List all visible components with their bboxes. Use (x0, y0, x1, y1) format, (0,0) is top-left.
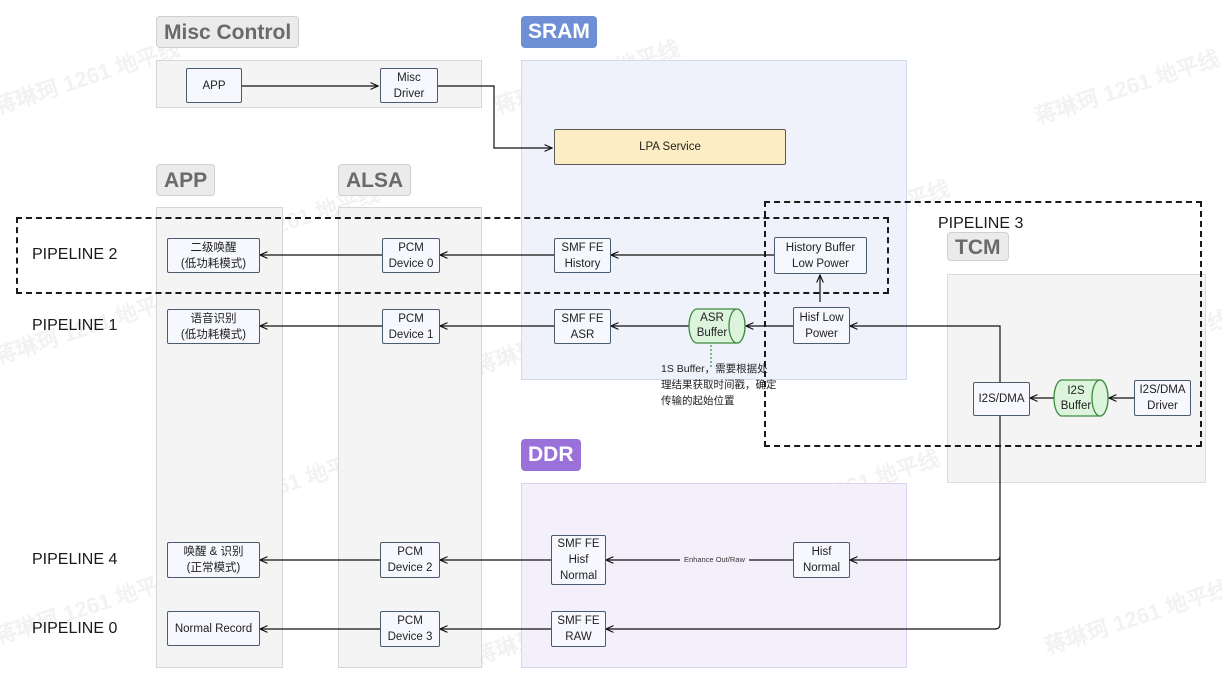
i2s-dma-driver-node[interactable]: I2S/DMA Driver (1134, 380, 1191, 416)
smf-fe-raw-node[interactable]: SMF FE RAW (551, 611, 606, 647)
sram-title: SRAM (521, 16, 597, 48)
app-zone (156, 207, 283, 668)
enhance-out-raw-label: Enhance Out/Raw (680, 555, 749, 564)
pcm-device-0-node[interactable]: PCM Device 0 (382, 238, 440, 273)
asr-buffer-label: ASR Buffer (696, 312, 728, 339)
tcm-zone (947, 274, 1206, 483)
pipeline-0-label: PIPELINE 0 (32, 620, 118, 637)
edge-i2s-dma-to-hisf-lp (850, 326, 1001, 382)
app-title: APP (156, 164, 216, 196)
asr-buffer-cylinder (688, 308, 746, 344)
pipeline-3-label: PIPELINE 3 (938, 215, 1024, 232)
app-node[interactable]: APP (186, 68, 242, 103)
buffer-note: 1S Buffer，需要根据处 理结果获取时间戳，确定 传输的起始位置 (661, 363, 777, 407)
edge-i2s-dma-to-hisf-normal (850, 416, 1001, 560)
hisf-normal-node[interactable]: Hisf Normal (793, 542, 850, 578)
alsa-zone (338, 207, 482, 668)
smf-fe-asr-node[interactable]: SMF FE ASR (554, 309, 611, 344)
misc-driver-node[interactable]: Misc Driver (380, 68, 438, 103)
pcm-device-2-node[interactable]: PCM Device 2 (380, 542, 440, 578)
normal-record-node[interactable]: Normal Record (167, 611, 260, 646)
app-asr-low-power-node[interactable]: 语音识别 (低功耗模式) (167, 309, 260, 344)
pcm-device-1-node[interactable]: PCM Device 1 (382, 309, 440, 344)
smf-fe-hisf-normal-node[interactable]: SMF FE Hisf Normal (551, 535, 606, 585)
edge-i2s-dma-to-smf-raw (606, 556, 1001, 629)
i2s-dma-node[interactable]: I2S/DMA (973, 382, 1030, 416)
pipeline-3-group (764, 201, 1202, 447)
app-wakeup-normal-node[interactable]: 唤醒 & 识别 (正常模式) (167, 542, 260, 578)
pipeline-2-label: PIPELINE 2 (32, 246, 118, 263)
pcm-device-3-node[interactable]: PCM Device 3 (380, 611, 440, 647)
hisf-low-power-node[interactable]: Hisf Low Power (793, 307, 850, 344)
i2s-buffer-label: I2S Buffer (1060, 385, 1092, 412)
pipeline-1-label: PIPELINE 1 (32, 317, 118, 334)
lpa-service-node[interactable]: LPA Service (554, 129, 786, 165)
alsa-title: ALSA (338, 164, 412, 196)
history-buffer-low-power-node[interactable]: History Buffer Low Power (774, 237, 867, 274)
tcm-title: TCM (947, 232, 1009, 261)
pipeline-2-group (16, 217, 889, 294)
misc-control-title: Misc Control (156, 16, 300, 48)
ddr-title: DDR (521, 439, 581, 471)
pipeline-4-label: PIPELINE 4 (32, 551, 118, 568)
app-wakeup-low-power-node[interactable]: 二级唤醒 (低功耗模式) (167, 238, 260, 273)
edge-misc-driver-to-lpa (438, 85, 552, 148)
i2s-buffer-cylinder (1053, 379, 1109, 417)
smf-fe-history-node[interactable]: SMF FE History (554, 238, 611, 273)
